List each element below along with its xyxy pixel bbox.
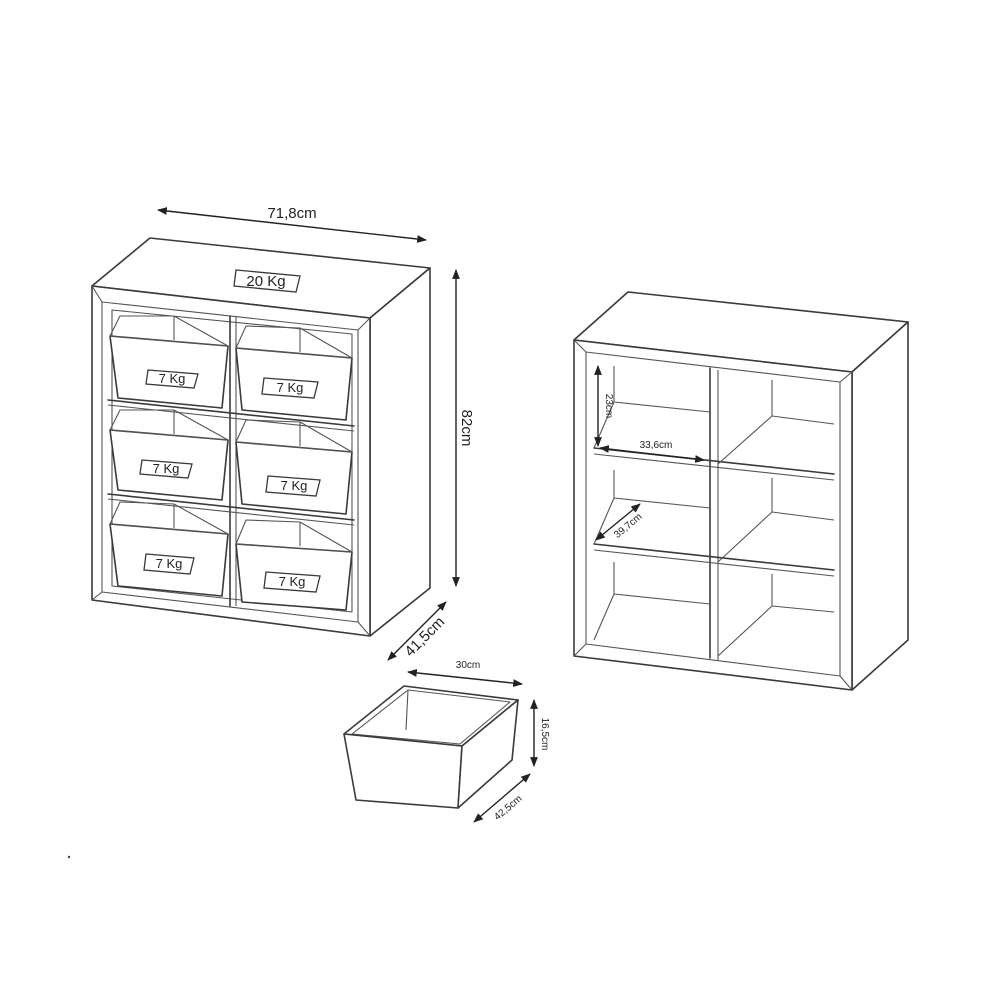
- basket-depth-dimension-line: [473, 773, 531, 823]
- cabinet-with-baskets: 20 Kg 7 Kg 7 Kg 7 Kg: [91, 205, 475, 661]
- basket-width-label: 30cm: [456, 660, 480, 671]
- basket-height-label: 16,5cm: [539, 718, 550, 751]
- width-label: 71,8cm: [267, 205, 316, 222]
- svg-text:20 Kg: 20 Kg: [246, 273, 285, 290]
- niche-width-label: 33,6cm: [640, 440, 673, 451]
- loose-basket: 30cm 16,5cm 42,5cm: [343, 660, 550, 823]
- basket: 7 Kg: [235, 519, 353, 611]
- basket: 7 Kg: [235, 419, 353, 515]
- svg-text:7 Kg: 7 Kg: [156, 556, 183, 571]
- svg-text:7 Kg: 7 Kg: [159, 371, 186, 386]
- svg-text:7 Kg: 7 Kg: [281, 478, 308, 493]
- basket: 7 Kg: [109, 409, 229, 501]
- cabinet-shelf: [593, 543, 835, 571]
- niche-width-dimension-line: [599, 445, 705, 463]
- cabinet-side-face: [369, 267, 431, 637]
- basket-width-dimension-line: [407, 669, 523, 687]
- svg-text:7 Kg: 7 Kg: [277, 380, 304, 395]
- basket-side-face: [457, 699, 519, 809]
- basket: 7 Kg: [109, 501, 229, 597]
- cabinet-empty: 23cm 33,6cm 39,7cm: [573, 291, 909, 691]
- svg-text:7 Kg: 7 Kg: [153, 461, 180, 476]
- width-dimension-line: [157, 207, 427, 243]
- basket-front-face: [343, 733, 463, 809]
- basket: 7 Kg: [109, 315, 229, 409]
- basket-depth-label: 42,5cm: [492, 793, 524, 823]
- depth-label: 41,5cm: [401, 613, 448, 660]
- cabinet-side-face: [851, 321, 909, 691]
- cabinet-shelf: [107, 493, 355, 521]
- svg-text:7 Kg: 7 Kg: [279, 574, 306, 589]
- height-label: 82cm: [458, 410, 475, 447]
- depth-dimension-line: [387, 601, 447, 661]
- niche-height-label: 23cm: [603, 394, 614, 418]
- basket: 7 Kg: [235, 325, 353, 421]
- cabinet-shelf: [107, 399, 355, 427]
- top-load-tag: 20 Kg: [233, 269, 301, 293]
- cabinet-front-face: [573, 339, 853, 691]
- niche-depth-dimension-line: [595, 503, 641, 541]
